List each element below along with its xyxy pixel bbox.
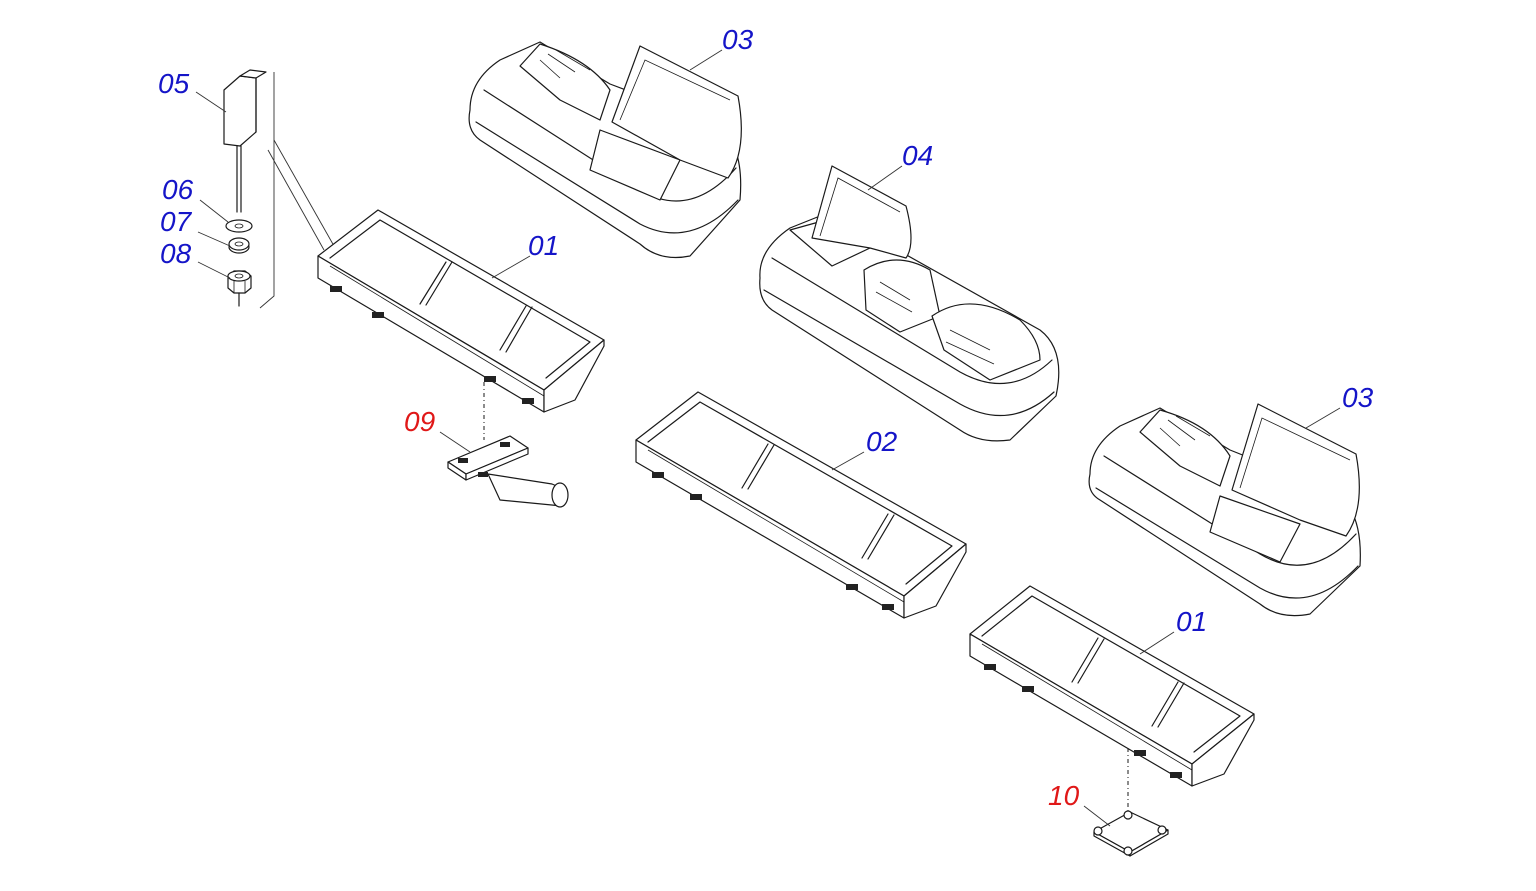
part-label-09: 09	[404, 406, 436, 437]
nut-08-drawing	[227, 270, 252, 307]
part-label-03-upper: 03	[722, 24, 754, 55]
part-label-06: 06	[162, 174, 194, 205]
part-label-03-lower: 03	[1342, 382, 1374, 413]
part-label-04: 04	[902, 140, 934, 171]
part-label-01-upper: 01	[528, 230, 560, 261]
part-label-10: 10	[1048, 780, 1080, 811]
bracket-05-drawing	[223, 69, 267, 213]
part-label-08: 08	[160, 238, 192, 269]
leader-lines	[195, 49, 1341, 827]
lock-washer-07-drawing	[228, 237, 250, 254]
tray-01-upper-drawing	[317, 209, 605, 413]
part-label-02: 02	[866, 426, 898, 457]
washer-06-drawing	[225, 219, 253, 233]
tray-01-lower-drawing	[969, 585, 1255, 787]
bin-03-upper-drawing	[468, 41, 742, 259]
mount-09-drawing	[447, 382, 569, 508]
bin-03-lower-drawing	[1088, 403, 1361, 617]
part-label-05: 05	[158, 68, 190, 99]
bin-04-middle-drawing	[759, 165, 1060, 442]
part-label-07: 07	[160, 206, 192, 237]
hardware-callout-bracket	[259, 72, 335, 309]
part-label-01-lower: 01	[1176, 606, 1208, 637]
plate-10-drawing	[1093, 748, 1169, 857]
tray-02-drawing	[635, 391, 967, 619]
